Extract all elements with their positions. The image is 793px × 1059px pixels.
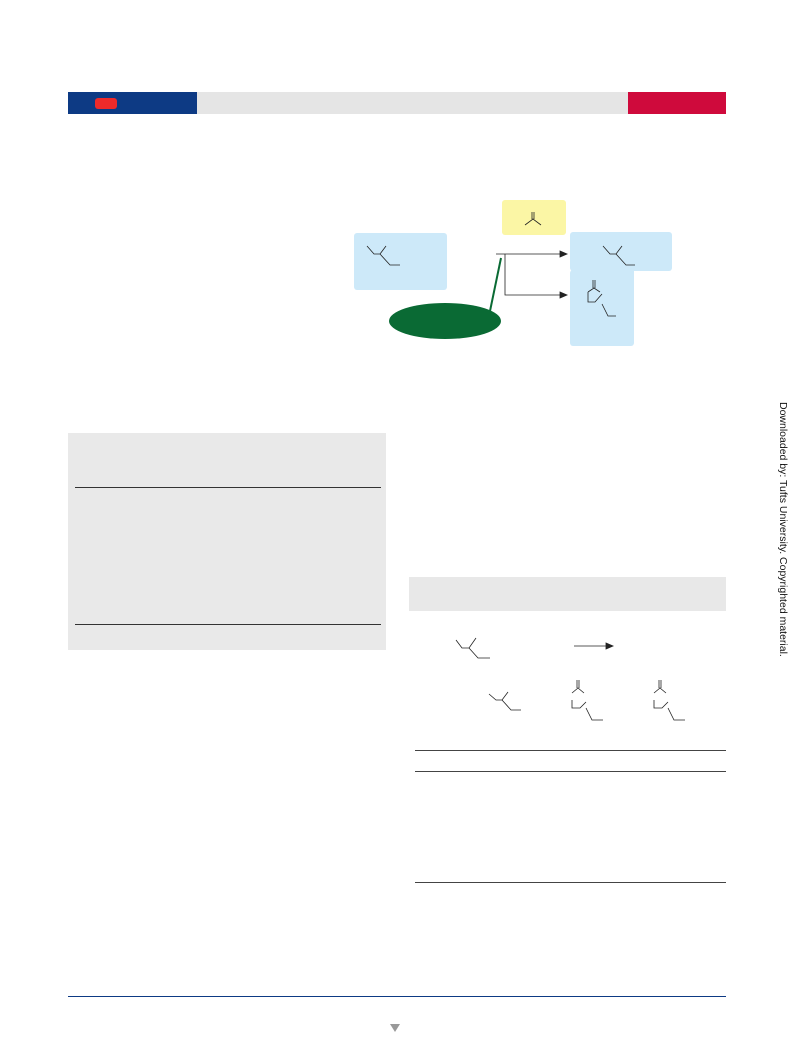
table-2-header-rule [415,771,726,772]
header-accent-pill [95,98,117,109]
header-band-right [628,92,726,114]
header-band-middle [197,92,628,114]
product-a-structure [488,691,509,701]
download-watermark: Downloaded by: Tufts University. Copyrig… [777,402,789,657]
table-2-header [409,577,726,611]
reaction-scheme-1 [366,212,635,317]
table-2-top-rule [415,750,726,751]
footer-rule [68,996,726,997]
substrate-structure [455,637,477,649]
header-band-left [68,92,197,114]
arrowhead-lower [559,291,569,299]
catalyst-oval [389,303,501,339]
starting-material-structure [366,245,387,255]
table-1-panel [68,433,386,650]
arrowhead-2 [605,642,615,650]
product-1-structure [602,245,623,255]
product-2-box [570,270,634,346]
product-b-structure [571,680,603,721]
catalyst-pointer [489,257,502,312]
starting-material-box [354,233,447,290]
table-1-bottom-rule [75,624,381,625]
arrowhead-upper [559,250,569,258]
reaction-arrow-lower [504,254,560,296]
table-1-header-rule [75,487,381,488]
product-1-box [570,232,672,271]
reaction-scheme-2 [455,637,685,721]
product-c-structure [653,680,685,721]
triangle-down-icon[interactable] [390,1024,400,1032]
table-2-bottom-rule [415,882,726,883]
reagent-structure [524,212,542,226]
product-2-structure [587,280,616,317]
